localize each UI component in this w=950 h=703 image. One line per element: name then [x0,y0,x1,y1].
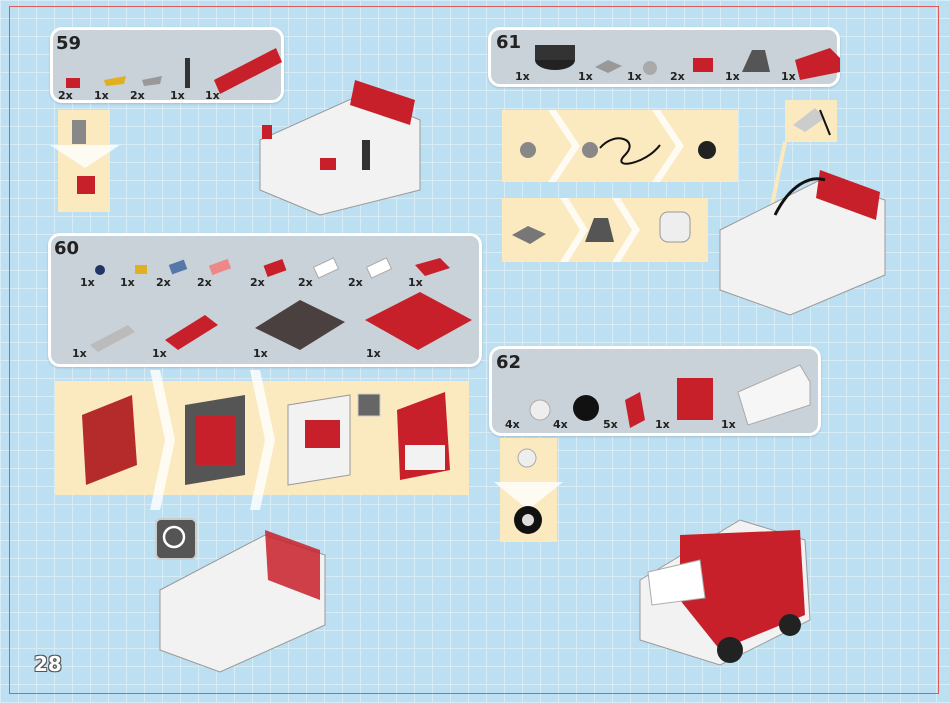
step-61-parts [535,45,840,80]
arrow-down-icon [50,145,120,168]
step-59-model [260,80,420,215]
step-62-parts [530,365,810,428]
step-62-model [640,520,810,665]
step-59-parts [66,48,282,94]
step-60-model [160,530,325,672]
step-61-model [720,170,885,315]
step-62-subassembly-drawing [494,449,563,534]
step-60-subassembly-drawing [82,370,450,510]
step-60-parts [90,258,472,352]
